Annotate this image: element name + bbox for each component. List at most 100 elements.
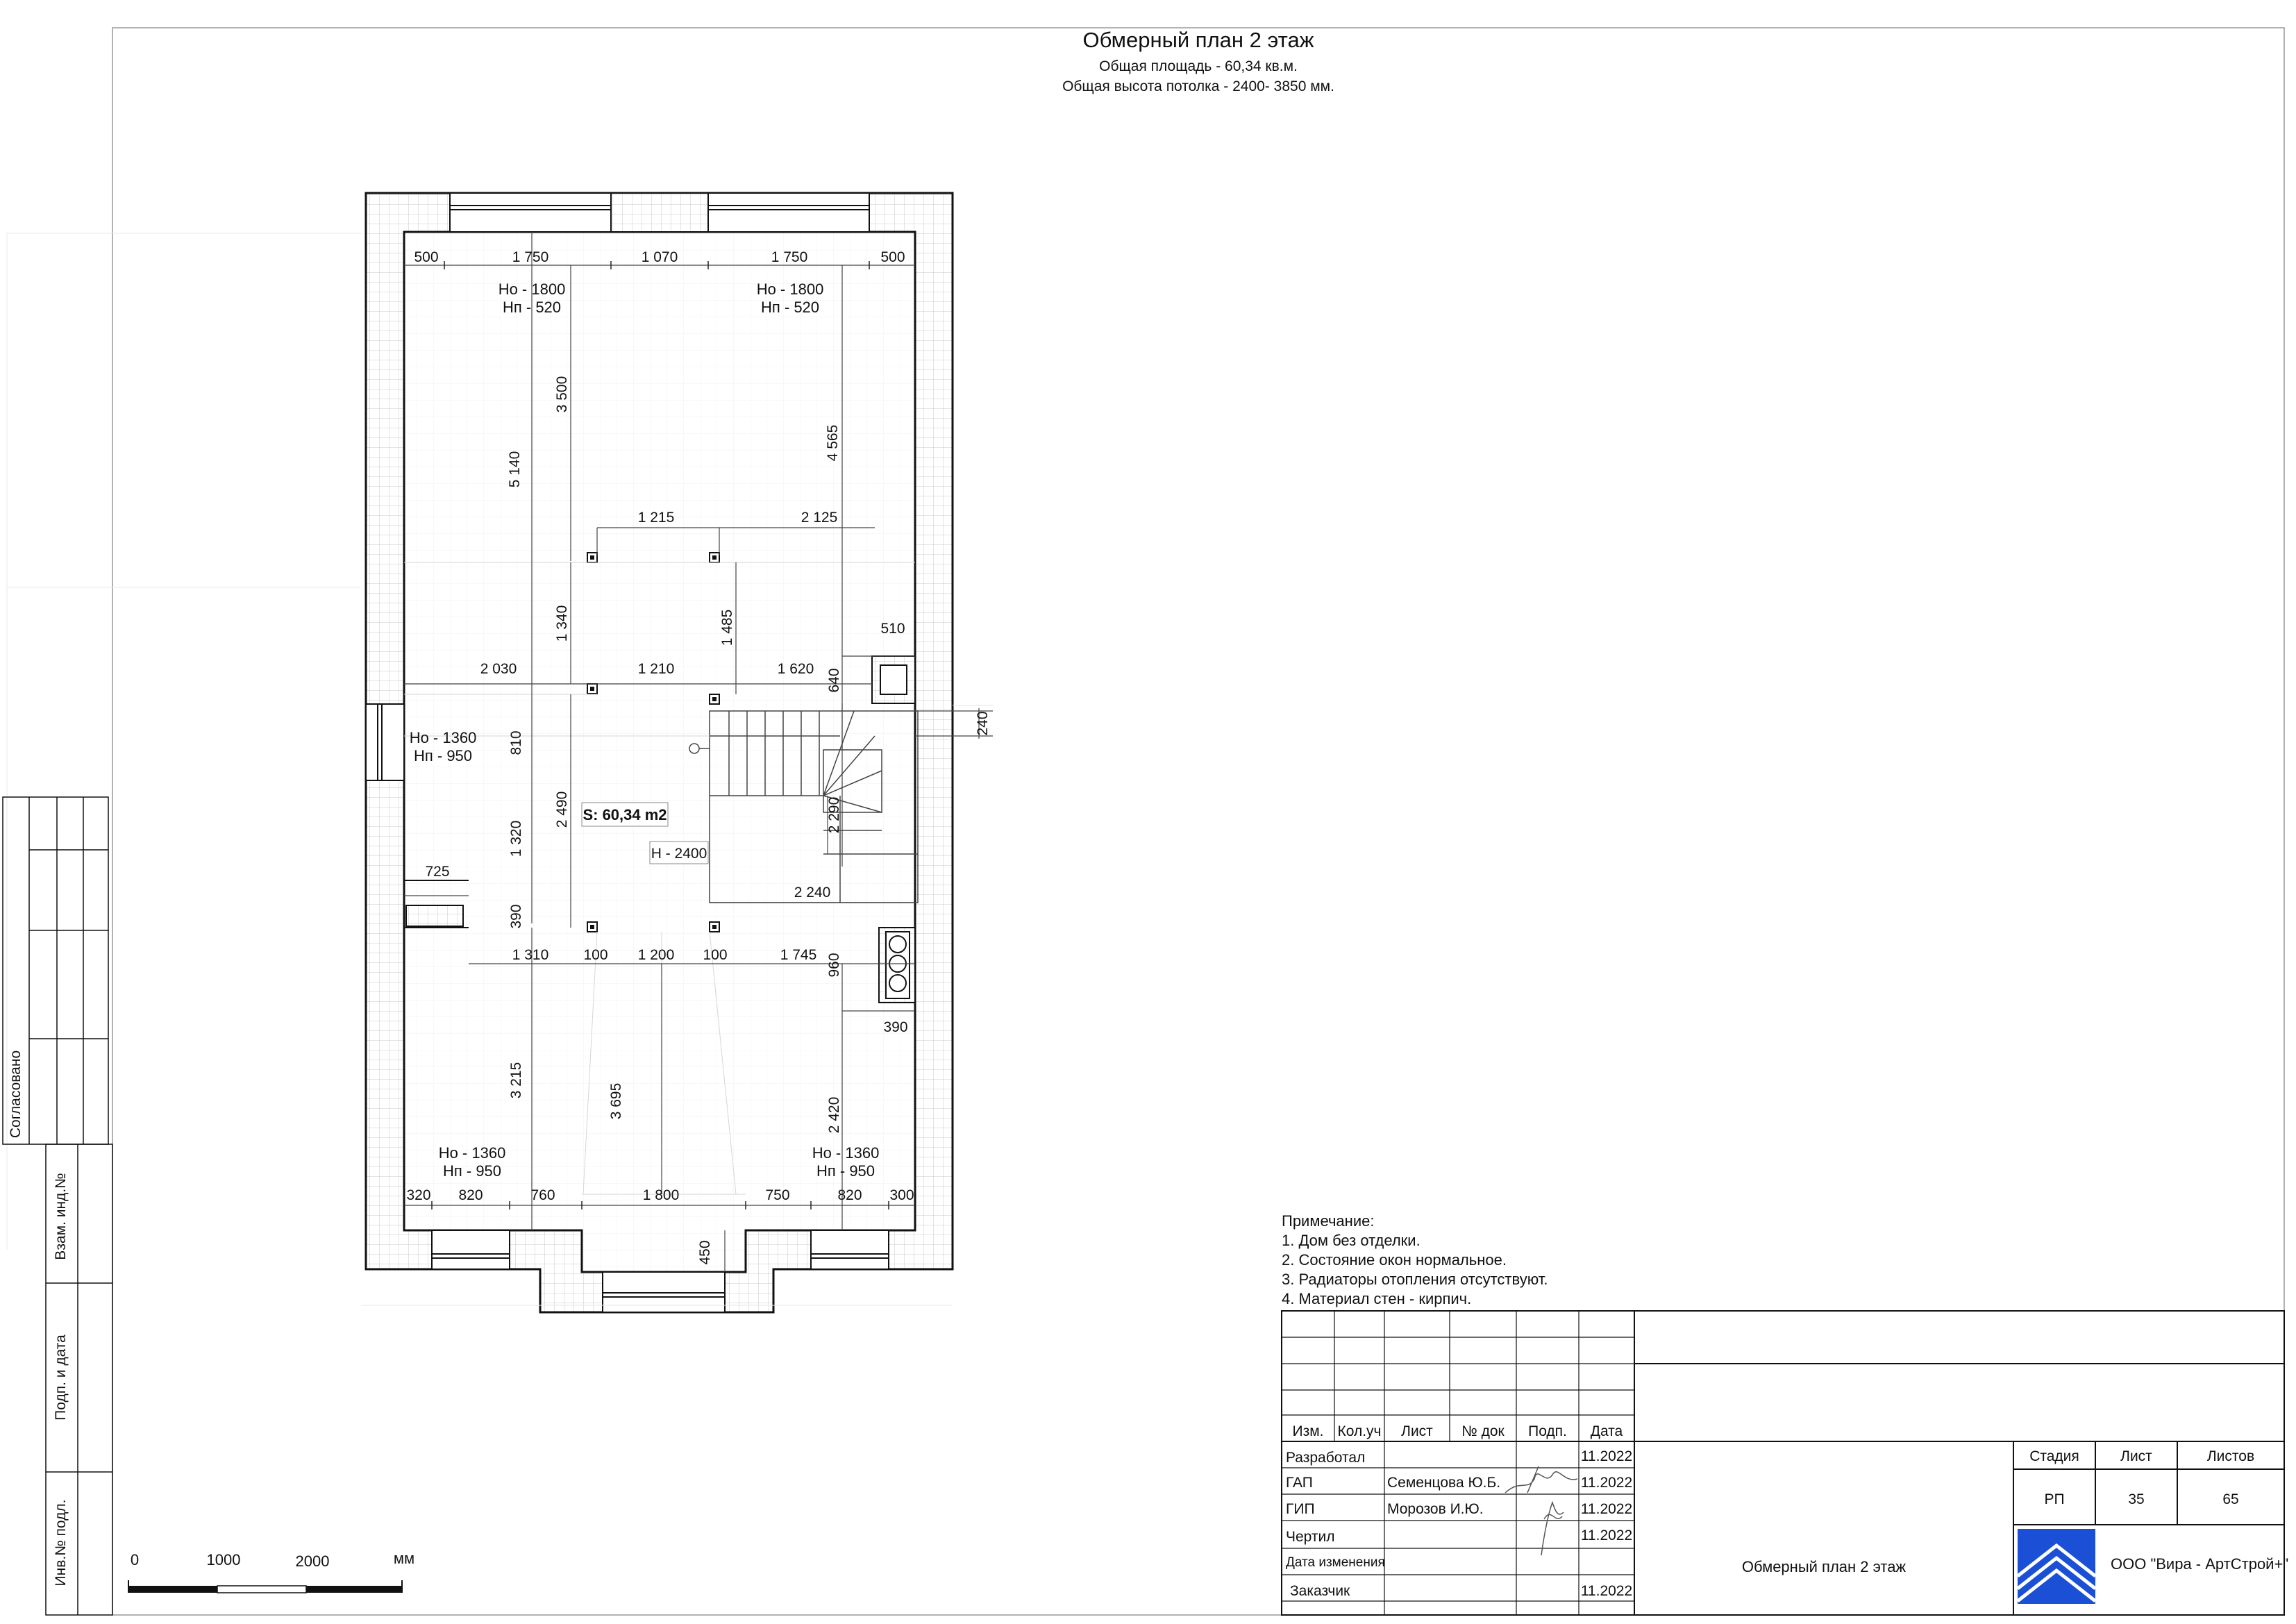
floor-area — [404, 232, 915, 1230]
dimension-labels: 500 1 750 1 070 1 750 500 5 140 3 500 4 … — [406, 249, 991, 1265]
dim-top-500-l: 500 — [414, 249, 438, 265]
dimension-ticks — [431, 261, 889, 1209]
dim-v-640: 640 — [826, 668, 842, 692]
tb-stage-label: Стадия — [2029, 1448, 2079, 1464]
window-bottom-left-ho: Но - 1360 — [439, 1144, 506, 1162]
dim-top-500-r: 500 — [880, 249, 905, 265]
height-label: H - 2400 — [651, 846, 707, 862]
dim-h-390-r: 390 — [883, 1019, 907, 1035]
window-left-ho: Но - 1360 — [410, 729, 477, 746]
dim-h-1745: 1 745 — [780, 947, 817, 963]
dimension-lines — [404, 232, 993, 1272]
dim-b-1800: 1 800 — [643, 1187, 680, 1203]
dim-top-1070: 1 070 — [642, 249, 678, 265]
sheet-frame — [112, 27, 2285, 1616]
dim-h-1210: 1 210 — [638, 661, 675, 677]
tb-sheets-value: 65 — [2222, 1491, 2238, 1507]
dim-v-390-l: 390 — [508, 904, 524, 928]
dim-v-3695: 3 695 — [608, 1083, 624, 1120]
notes-heading: Примечание: — [1282, 1212, 1374, 1230]
signatures — [1505, 1466, 1578, 1556]
dim-h-725: 725 — [425, 864, 449, 880]
dim-v-2290: 2 290 — [826, 797, 842, 834]
header-area-line: Общая площадь - 60,34 кв.м. — [1099, 58, 1298, 74]
window-top-left-hp: Нп - 520 — [503, 299, 561, 316]
plan-offset-lines — [366, 705, 993, 1306]
window-labels: Но - 1800 Нп - 520 Но - 1800 Нп - 520 Но… — [410, 281, 880, 1180]
dim-h-1200: 1 200 — [638, 947, 675, 963]
header-title: Обмерный план 2 этаж — [1083, 28, 1314, 52]
scale-tick-1000: 1000 — [207, 1551, 241, 1568]
notes-item-3: 3. Радиаторы отопления отсутствуют. — [1282, 1271, 1548, 1288]
tb-header-doc: № док — [1461, 1423, 1505, 1439]
window-bottom-right-ho: Но - 1360 — [812, 1144, 880, 1162]
floor-plan: 500 1 750 1 070 1 750 500 5 140 3 500 4 … — [364, 192, 993, 1314]
column-dots — [590, 555, 717, 929]
tb-date-razrabotal: 11.2022 — [1581, 1448, 1632, 1464]
tb-role-zakazchik: Заказчик — [1290, 1583, 1350, 1599]
tb-header-list: Лист — [1401, 1423, 1433, 1439]
stamp-soglasovano: Согласовано — [8, 1050, 24, 1138]
dim-v-450: 450 — [697, 1240, 713, 1264]
dim-h-2240: 2 240 — [794, 885, 831, 901]
tb-sheet-value: 35 — [2128, 1491, 2144, 1507]
scale-tick-0: 0 — [131, 1551, 139, 1568]
top-windows — [449, 192, 870, 233]
tb-date-zakazchik: 11.2022 — [1581, 1583, 1632, 1599]
tb-name-gip: Морозов И.Ю. — [1387, 1501, 1484, 1517]
vent-block — [871, 655, 916, 704]
tb-sheets-label: Листов — [2207, 1448, 2254, 1464]
area-tag: S: 60,34 m2 — [581, 802, 669, 827]
window-top-right-ho: Но - 1800 — [757, 281, 824, 298]
dim-h-1215: 1 215 — [638, 510, 675, 526]
dim-b-820-r: 820 — [837, 1187, 862, 1203]
height-tag: H - 2400 — [649, 841, 709, 864]
tb-date-gap: 11.2022 — [1581, 1475, 1632, 1491]
dim-top-1750-r: 1 750 — [771, 249, 808, 265]
tb-header-data: Дата — [1591, 1423, 1623, 1439]
tb-stage-value: РП — [2044, 1491, 2064, 1507]
stamp-inv: Инв.№ подл. — [53, 1500, 69, 1587]
bottom-windows — [431, 1230, 889, 1313]
dim-b-750: 750 — [765, 1187, 789, 1203]
tb-sheet-label: Лист — [2120, 1448, 2152, 1464]
dim-v-240: 240 — [975, 711, 991, 735]
notes-item-4: 4. Материал стен - кирпич. — [1282, 1290, 1471, 1307]
window-top-right-hp: Нп - 520 — [761, 299, 819, 316]
dim-v-810: 810 — [508, 730, 524, 755]
dim-b-300: 300 — [889, 1187, 914, 1203]
dim-h-1310: 1 310 — [512, 947, 549, 963]
window-bottom-right-hp: Нп - 950 — [816, 1162, 875, 1180]
dim-v-4565: 4 565 — [825, 425, 841, 462]
dim-v-3500: 3 500 — [554, 376, 570, 413]
tb-role-razrabotal: Разработал — [1286, 1450, 1365, 1466]
tb-drawing-title: Обмерный план 2 этаж — [1742, 1558, 1907, 1575]
tb-role-chertil: Чертил — [1286, 1529, 1335, 1545]
drawing-header: Обмерный план 2 этаж Общая площадь - 60,… — [1062, 28, 1334, 94]
window-bottom-left-hp: Нп - 950 — [443, 1162, 501, 1180]
dim-b-760: 760 — [530, 1187, 555, 1203]
side-stamp: Согласовано Взам. инд.№ Подп. и дата Инв… — [2, 796, 113, 1616]
tb-header-kol: Кол.уч — [1338, 1423, 1382, 1439]
notes: Примечание: 1. Дом без отделки. 2. Состо… — [1282, 1212, 1548, 1307]
tb-header-podp: Подп. — [1528, 1423, 1567, 1439]
stamp-vzam: Взам. инд.№ — [53, 1173, 69, 1259]
dim-b-820-l: 820 — [458, 1187, 483, 1203]
dim-b-320: 320 — [406, 1187, 430, 1203]
dim-v-1320: 1 320 — [508, 821, 524, 857]
partitions — [403, 880, 469, 935]
header-height-line: Общая высота потолка - 2400- 3850 мм. — [1062, 78, 1334, 94]
title-block: Изм. Кол.уч Лист № док Подп. Дата Разраб… — [1281, 1310, 2288, 1616]
dim-v-1340: 1 340 — [554, 605, 570, 642]
tb-date-chertil: 11.2022 — [1581, 1527, 1632, 1543]
dim-v-2490: 2 490 — [554, 792, 570, 828]
scale-bar: 0 1000 2000 мм — [128, 1550, 414, 1593]
window-top-left-ho: Но - 1800 — [498, 281, 566, 298]
window-left-hp: Нп - 950 — [414, 747, 472, 764]
scale-tick-2000: 2000 — [296, 1552, 330, 1570]
tb-role-gap: ГАП — [1286, 1475, 1313, 1491]
dim-h-100-l: 100 — [583, 947, 607, 963]
dim-h-2030: 2 030 — [480, 661, 517, 677]
notes-item-1: 1. Дом без отделки. — [1282, 1232, 1421, 1249]
stamp-podp-data: Подп. и дата — [53, 1334, 69, 1421]
